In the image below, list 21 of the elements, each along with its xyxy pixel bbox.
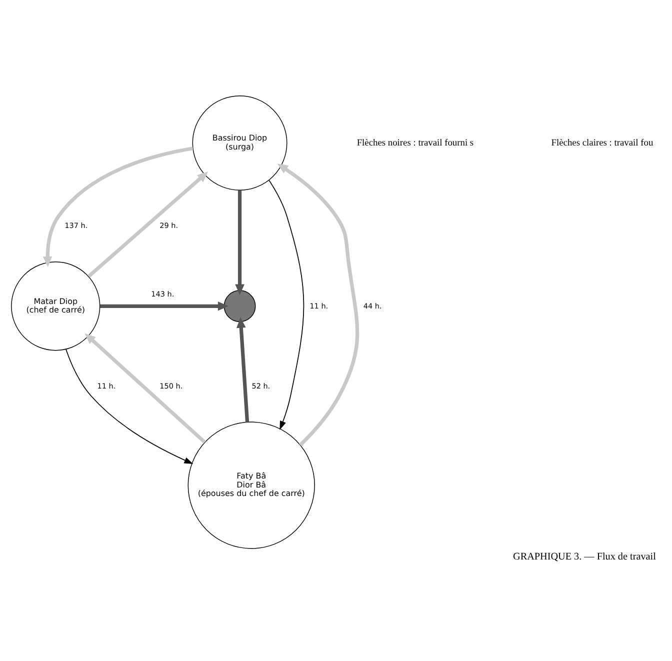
arrow — [100, 301, 229, 311]
arrow — [235, 190, 244, 295]
edge-label: 52 h. — [252, 381, 270, 390]
arrow — [88, 172, 208, 278]
arrow — [65, 348, 194, 464]
label: Flèches claires : travail fou — [551, 138, 654, 148]
arrow — [268, 180, 304, 430]
edge-label: 137 h. — [64, 221, 88, 230]
arrow — [277, 164, 360, 446]
edge-label: 11 h. — [310, 301, 328, 310]
arrow — [42, 146, 194, 268]
edge-label: 44 h. — [363, 301, 382, 310]
arrow — [236, 317, 250, 422]
edge-label: 11 h. — [97, 381, 116, 390]
caption: GRAPHIQUE 3. — Flux de travail — [513, 551, 656, 562]
label: Flèches noires : travail fourni s — [356, 138, 474, 148]
edge-label: 143 h. — [151, 289, 174, 298]
edge-label: 150 h. — [160, 381, 183, 390]
edge-label: 29 h. — [160, 221, 178, 230]
node-circle — [224, 290, 256, 322]
arrow — [84, 333, 206, 444]
